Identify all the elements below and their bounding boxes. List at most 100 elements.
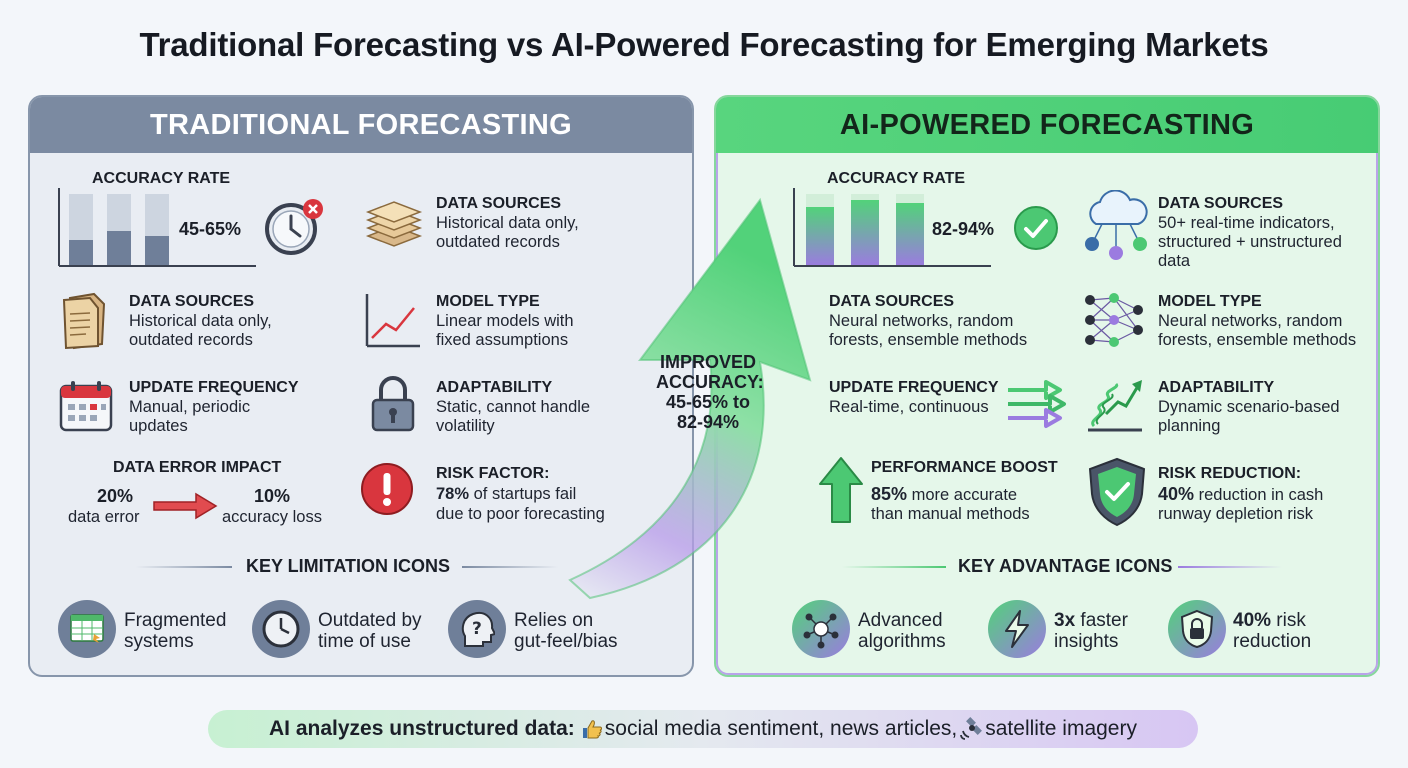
clock-error-icon bbox=[265, 199, 323, 255]
right-section-line-l bbox=[842, 566, 946, 568]
right-icon2-line1: faster bbox=[1075, 610, 1128, 631]
left-error-from-label: data error bbox=[68, 508, 140, 526]
left-model-type-label: MODEL TYPE bbox=[436, 293, 540, 310]
right-adaptability-label: ADAPTABILITY bbox=[1158, 379, 1275, 396]
satellite-icon bbox=[960, 717, 983, 740]
red-arrow-icon bbox=[153, 492, 218, 520]
right-data-sources-top-line1: 50+ real-time indicators, bbox=[1158, 214, 1335, 232]
paper-stack-icon bbox=[365, 201, 423, 247]
right-adaptability-line2: planning bbox=[1158, 417, 1221, 435]
shield-check-icon bbox=[1088, 457, 1146, 527]
svg-text:?: ? bbox=[472, 619, 482, 639]
footer-part2: satellite imagery bbox=[985, 717, 1137, 740]
right-risk-bold: 40% bbox=[1158, 484, 1195, 504]
right-icon2-line1-wrap: 3x faster bbox=[1054, 610, 1128, 632]
left-risk-line1: of startups fail bbox=[469, 485, 577, 503]
left-data-sources-line1: Historical data only, bbox=[129, 312, 272, 330]
left-adaptability-label: ADAPTABILITY bbox=[436, 379, 553, 396]
up-arrow-icon bbox=[819, 457, 863, 523]
left-adaptability-line2: volatility bbox=[436, 417, 495, 435]
left-bar-1 bbox=[69, 240, 93, 266]
right-risk-line2: runway depletion risk bbox=[1158, 505, 1313, 523]
right-section-line-r bbox=[1178, 566, 1282, 568]
left-risk-line1-wrap: 78% of startups fail bbox=[436, 485, 576, 504]
left-accuracy-bars bbox=[58, 188, 256, 267]
right-icon2-line2: insights bbox=[1054, 631, 1119, 652]
right-bar-3 bbox=[896, 203, 924, 266]
right-update-frequency-label: UPDATE FREQUENCY bbox=[829, 379, 999, 396]
arrow-line3: 45-65% to bbox=[665, 392, 751, 412]
left-data-sources-label: DATA SOURCES bbox=[129, 293, 255, 310]
right-accuracy-label: ACCURACY RATE bbox=[827, 170, 966, 187]
left-data-sources-top-label: DATA SOURCES bbox=[436, 195, 562, 212]
left-icon1-line1: Fragmented bbox=[124, 610, 227, 631]
traditional-panel: TRADITIONAL FORECASTING bbox=[28, 95, 694, 677]
flow-arrows-icon bbox=[1008, 380, 1066, 428]
arrow-label: IMPROVED ACCURACY: 45-65% to 82-94% bbox=[656, 352, 764, 432]
left-icon2-line1: Outdated by bbox=[318, 610, 422, 631]
left-risk-bold: 78% bbox=[436, 485, 470, 503]
arrow-line2: ACCURACY: bbox=[656, 372, 764, 392]
right-model-type-label: MODEL TYPE bbox=[1158, 293, 1262, 310]
calendar-icon bbox=[59, 381, 113, 432]
right-icon3-line1-wrap: 40% risk bbox=[1233, 610, 1306, 632]
left-error-to-label: accuracy loss bbox=[222, 508, 322, 526]
footer-bold: AI analyzes unstructured data: bbox=[269, 717, 575, 740]
right-boost-line1: more accurate bbox=[907, 486, 1018, 504]
left-section-title: KEY LIMITATION ICONS bbox=[246, 556, 451, 576]
left-accuracy-value: 45-65% bbox=[179, 219, 242, 239]
fragmented-systems-icon bbox=[58, 600, 116, 658]
right-accuracy-bars bbox=[793, 188, 991, 267]
right-risk-label: RISK REDUCTION: bbox=[1158, 465, 1302, 482]
left-bar-3 bbox=[145, 236, 169, 266]
left-adaptability-line1: Static, cannot handle bbox=[436, 398, 591, 416]
left-model-type-line1: Linear models with bbox=[436, 312, 574, 330]
right-icon1-line1: Advanced bbox=[858, 610, 943, 631]
left-model-type-line2: fixed assumptions bbox=[436, 331, 569, 349]
arrow-line1: IMPROVED bbox=[659, 352, 756, 372]
neural-network-icon bbox=[1085, 293, 1143, 347]
footer-part1: social media sentiment, news articles, bbox=[604, 717, 958, 740]
line-chart-icon bbox=[365, 294, 420, 348]
left-risk-line2: due to poor forecasting bbox=[436, 505, 605, 523]
right-data-sources-label: DATA SOURCES bbox=[829, 293, 955, 310]
left-section-line-r bbox=[462, 566, 558, 568]
right-icon3-bold: 40% bbox=[1233, 610, 1272, 631]
right-boost-label: PERFORMANCE BOOST bbox=[871, 459, 1058, 476]
right-bar-1 bbox=[806, 207, 834, 266]
left-icon3-line1: Relies on bbox=[514, 610, 594, 631]
lightning-icon bbox=[988, 600, 1046, 658]
right-boost-line1-wrap: 85% more accurate bbox=[871, 485, 1017, 505]
right-data-sources-top-line2: structured + unstructured bbox=[1158, 233, 1342, 251]
spring-growth-icon bbox=[1088, 380, 1142, 432]
traditional-header: TRADITIONAL FORECASTING bbox=[30, 97, 692, 153]
cloud-network-icon bbox=[1085, 190, 1148, 260]
right-boost-line2: than manual methods bbox=[871, 505, 1030, 523]
right-icon3-line2: reduction bbox=[1233, 631, 1312, 652]
warning-icon bbox=[361, 463, 413, 515]
left-bar-2 bbox=[107, 231, 131, 266]
right-bar-2 bbox=[851, 200, 879, 266]
algorithm-network-icon bbox=[792, 600, 850, 658]
left-icon3-line2: gut-feel/bias bbox=[514, 631, 618, 652]
page-title: Traditional Forecasting vs AI-Powered Fo… bbox=[139, 26, 1269, 63]
left-data-sources-top-line1: Historical data only, bbox=[436, 214, 579, 232]
shield-lock-icon bbox=[1168, 600, 1226, 658]
right-data-sources-line1: Neural networks, random bbox=[829, 312, 1014, 330]
right-data-sources-top-line3: data bbox=[1158, 252, 1191, 270]
lock-icon bbox=[371, 376, 415, 432]
right-data-sources-line2: forests, ensemble methods bbox=[829, 331, 1028, 349]
left-error-from-value: 20% bbox=[97, 486, 134, 506]
left-accuracy-label: ACCURACY RATE bbox=[92, 170, 231, 187]
left-icon2-line2: time of use bbox=[318, 631, 411, 652]
right-risk-line1: reduction in cash bbox=[1194, 486, 1324, 504]
right-adaptability-line1: Dynamic scenario-based bbox=[1158, 398, 1340, 416]
check-circle-icon bbox=[1014, 206, 1058, 250]
right-accuracy-value: 82-94% bbox=[932, 219, 995, 239]
right-icon1-line2: algorithms bbox=[858, 631, 946, 652]
right-update-frequency-line1: Real-time, continuous bbox=[829, 398, 989, 416]
arrow-line4: 82-94% bbox=[676, 412, 740, 432]
ai-header: AI-POWERED FORECASTING bbox=[716, 97, 1378, 153]
question-head-icon: ? bbox=[448, 600, 506, 658]
outdated-clock-icon bbox=[252, 600, 310, 658]
